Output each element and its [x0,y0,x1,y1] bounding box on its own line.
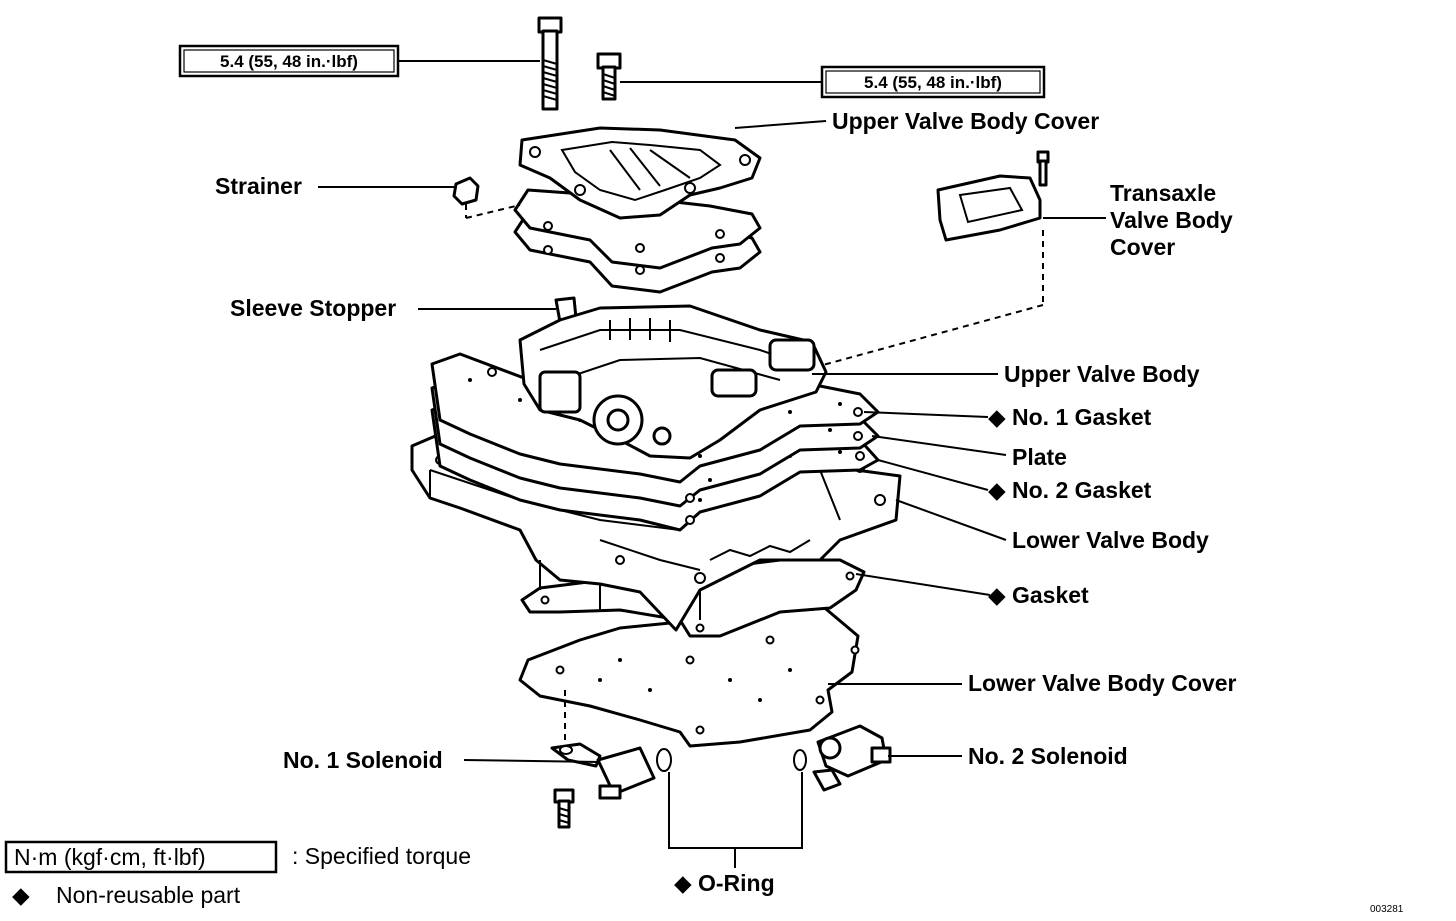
upper-valve-body-cover [518,126,762,220]
label-no1-solenoid: No. 1 Solenoid [283,747,443,773]
label-no2-solenoid: No. 2 Solenoid [968,743,1128,769]
label-transaxle-2: Valve Body [1110,207,1233,233]
upper-valve-body-cover-gaskets [513,188,762,294]
short-bolt [596,52,622,101]
label-lower-valve-body: Lower Valve Body [1012,527,1209,553]
leader-lines [318,120,1106,763]
torque-callout-right: 5.4 (55, 48 in.·lbf) [620,65,1046,99]
legend-marker: ◆ [12,882,30,908]
o-ring-left [656,748,672,772]
figure-code: 003281 [1370,904,1404,915]
marker-o-ring: ◆ [674,870,692,896]
label-strainer: Strainer [215,173,302,199]
label-plate: Plate [1012,444,1067,470]
o-ring-right [793,749,807,771]
label-transaxle-1: Transaxle [1110,180,1216,206]
transaxle-valve-body-cover-part [811,150,1050,369]
label-transaxle-3: Cover [1110,234,1175,260]
torque-value-right: 5.4 (55, 48 in.·lbf) [864,73,1002,92]
solenoid-bolt [553,788,575,829]
label-o-ring: O-Ring [698,870,775,896]
no1-solenoid-part [550,742,656,800]
label-sleeve-stopper: Sleeve Stopper [230,295,396,321]
legend-torque-unit: N·m (kgf·cm, ft·lbf) [14,844,206,870]
legend-marker-meaning: Non-reusable part [56,882,241,908]
label-no2-gasket: No. 2 Gasket [1012,477,1152,503]
long-bolt [537,16,563,111]
label-upper-valve-body-cover: Upper Valve Body Cover [832,108,1099,134]
torque-value-left: 5.4 (55, 48 in.·lbf) [220,52,358,71]
label-lower-valve-body-cover: Lower Valve Body Cover [968,670,1236,696]
marker-no2-gasket: ◆ [988,477,1006,503]
strainer-part [452,176,521,219]
no2-solenoid-part [812,724,892,792]
torque-callout-left: 5.4 (55, 48 in.·lbf) [178,44,540,78]
label-no1-gasket: No. 1 Gasket [1012,404,1152,430]
marker-no1-gasket: ◆ [988,404,1006,430]
marker-gasket: ◆ [988,582,1006,608]
label-gasket: Gasket [1012,582,1089,608]
label-upper-valve-body: Upper Valve Body [1004,361,1200,387]
legend-torque-meaning: : Specified torque [292,843,471,869]
lower-valve-body-cover-part [518,602,860,748]
upper-valve-body-part [518,304,828,460]
legend: N·m (kgf·cm, ft·lbf) : Specified torque … [4,840,471,908]
